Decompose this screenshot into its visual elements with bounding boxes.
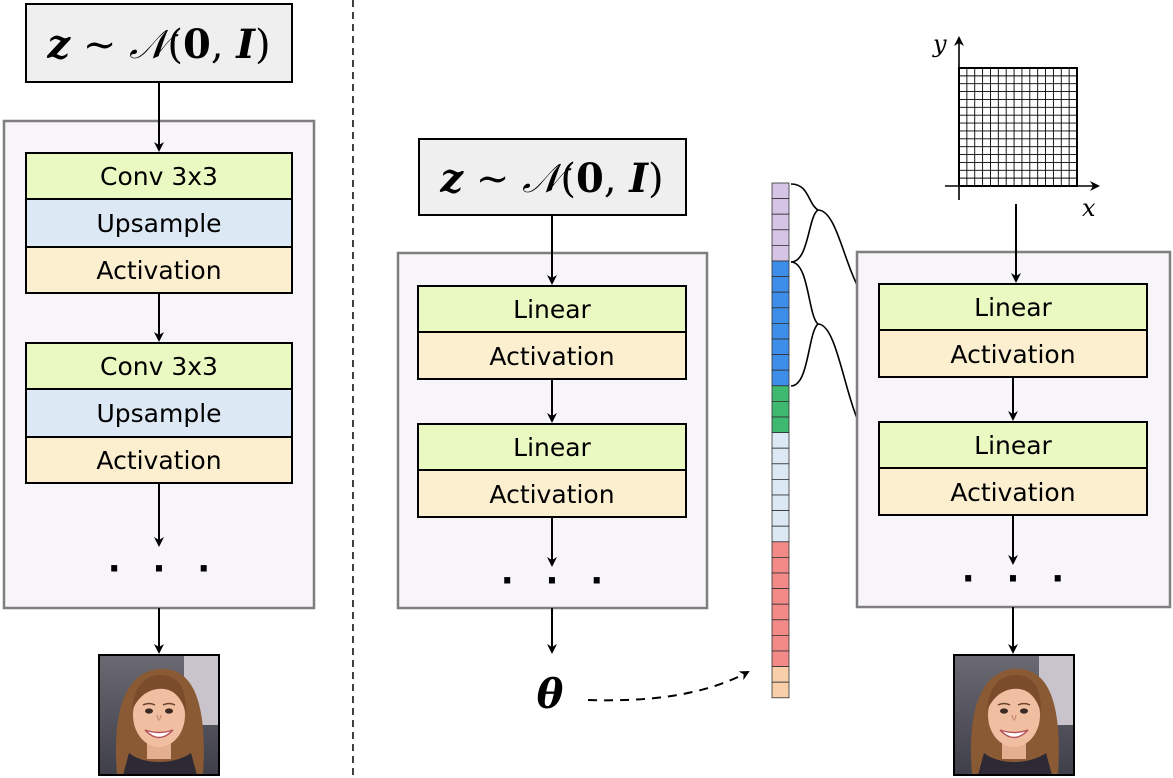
vector-segment-purple (771, 213, 790, 231)
activation-label: Activation (950, 340, 1075, 369)
vector-segment-blue (771, 260, 790, 278)
brace-purple-segment (790, 183, 820, 263)
left-block-2: Conv 3x3 Upsample Activation (25, 342, 293, 484)
y-axis-label: y (932, 30, 947, 58)
linear-label: Linear (974, 431, 1052, 460)
vector-segment-red (771, 572, 790, 590)
right-arrows (1008, 204, 1021, 654)
vector-segment-red (771, 603, 790, 621)
vector-segment-green (771, 416, 790, 434)
vector-segment-green (771, 385, 790, 402)
middle-ellipsis: · · · (501, 561, 613, 601)
right-block-2: Linear Activation (878, 421, 1148, 516)
vector-segment-lightblue (771, 525, 790, 543)
activation-label: Activation (489, 480, 614, 509)
middle-block-2: Linear Activation (417, 423, 687, 518)
activation-label: Activation (950, 478, 1075, 507)
linear-label: Linear (513, 295, 591, 324)
linear-label: Linear (974, 293, 1052, 322)
middle-latent-formula: z ~ 𝒩(0, I) (439, 155, 663, 202)
vector-segment-blue (771, 291, 790, 309)
right-ellipsis: · · · (962, 559, 1074, 599)
activation-label: Activation (489, 342, 614, 371)
vector-segment-lightblue (771, 463, 790, 480)
vector-segment-purple (771, 244, 790, 262)
upsample-label: Upsample (96, 399, 221, 428)
grid-axes (945, 36, 1100, 200)
vector-segment-blue (771, 354, 790, 371)
vector-segment-blue (771, 322, 790, 340)
vector-segment-purple (771, 182, 790, 200)
vector-segment-lightblue (771, 510, 790, 527)
vector-segment-lightblue (771, 494, 790, 512)
vector-segment-blue (771, 369, 790, 387)
vector-segment-lightblue (771, 478, 790, 496)
left-block-1: Conv 3x3 Upsample Activation (25, 152, 293, 294)
vector-segment-blue (771, 338, 790, 356)
vector-segment-blue (771, 307, 790, 324)
vector-segment-red (771, 541, 790, 558)
vector-segment-green (771, 400, 790, 418)
middle-block-1: Linear Activation (417, 285, 687, 380)
x-axis-label: x (1082, 194, 1096, 222)
middle-input-box: z ~ 𝒩(0, I) (418, 138, 687, 216)
vector-segment-red (771, 619, 790, 636)
vector-segment-red (771, 588, 790, 605)
conv-label: Conv 3x3 (100, 352, 218, 381)
left-input-box: z ~ 𝒩(0, I) (25, 3, 293, 83)
vector-segment-lightblue (771, 447, 790, 465)
upsample-label: Upsample (96, 209, 221, 238)
left-output-face-image (98, 654, 220, 776)
left-ellipsis: · · · (108, 549, 220, 589)
vector-segment-red (771, 557, 790, 574)
vector-segment-peach (771, 681, 790, 699)
coordinate-grid (958, 67, 1078, 187)
activation-label: Activation (96, 446, 221, 475)
linear-label: Linear (513, 433, 591, 462)
parameter-vector (771, 182, 790, 699)
conv-label: Conv 3x3 (100, 162, 218, 191)
activation-label: Activation (96, 256, 221, 285)
theta-symbol: θ (537, 671, 564, 718)
vector-segment-lightblue (771, 432, 790, 449)
right-block-1: Linear Activation (878, 283, 1148, 378)
left-latent-formula: z ~ 𝒩(0, I) (46, 21, 270, 68)
vector-segment-red (771, 650, 790, 668)
vector-segment-red (771, 635, 790, 652)
vector-segment-purple (771, 229, 790, 246)
right-output-face-image (953, 654, 1075, 776)
vector-segment-purple (771, 198, 790, 215)
brace-blue-segment (790, 261, 820, 387)
theta-to-vector-arrow (587, 671, 750, 702)
vector-segment-blue (771, 276, 790, 293)
vector-segment-peach (771, 666, 790, 683)
